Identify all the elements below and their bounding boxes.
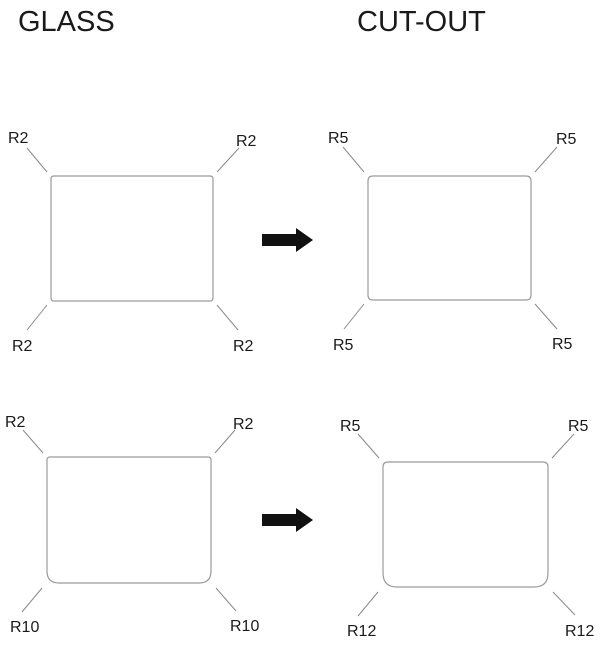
radius-label: R5 bbox=[556, 131, 577, 148]
leader-line bbox=[551, 433, 575, 459]
leader-line bbox=[22, 429, 44, 454]
leader-line bbox=[343, 303, 365, 330]
leader-line bbox=[552, 591, 576, 616]
leader-line bbox=[357, 591, 379, 617]
radius-label: R2 bbox=[236, 133, 257, 150]
glass-row2-outline bbox=[46, 456, 212, 584]
radius-label: R10 bbox=[230, 618, 259, 635]
leader-line bbox=[215, 587, 237, 612]
radius-label: R12 bbox=[565, 623, 594, 640]
radius-label: R5 bbox=[552, 336, 573, 353]
cutout-row1-outline bbox=[367, 175, 532, 301]
panel-cutout-row2: R5 R5 R12 R12 bbox=[340, 418, 594, 640]
radius-label: R2 bbox=[233, 338, 254, 355]
leader-line bbox=[216, 304, 239, 331]
radius-label: R5 bbox=[340, 418, 361, 435]
leader-line bbox=[534, 303, 558, 330]
leader-line bbox=[216, 147, 240, 173]
column-title-glass: GLASS bbox=[18, 6, 115, 38]
leader-line bbox=[534, 146, 558, 173]
panel-glass-row2: R2 R2 R10 R10 bbox=[5, 414, 259, 636]
cutout-row2-outline bbox=[382, 461, 549, 588]
radius-label: R5 bbox=[568, 418, 589, 435]
arrow-right-icon bbox=[262, 508, 313, 532]
radius-label: R2 bbox=[12, 338, 33, 355]
arrow-right-icon bbox=[262, 228, 313, 252]
panel-cutout-row1: R5 R5 R5 R5 bbox=[328, 130, 577, 354]
radius-label: R5 bbox=[333, 337, 354, 354]
leader-line bbox=[26, 304, 48, 331]
panel-glass-row1: R2 R2 R2 R2 bbox=[8, 130, 257, 355]
radius-label: R2 bbox=[5, 414, 26, 431]
leader-line bbox=[26, 147, 48, 173]
leader-line bbox=[21, 587, 43, 613]
radius-label: R2 bbox=[8, 130, 29, 147]
leader-line bbox=[342, 146, 365, 173]
radius-label: R5 bbox=[328, 130, 349, 147]
glass-row1-outline bbox=[50, 175, 214, 302]
column-title-cutout: CUT-OUT bbox=[357, 6, 486, 38]
leader-line bbox=[214, 429, 236, 454]
radius-label: R2 bbox=[233, 416, 254, 433]
leader-line bbox=[357, 433, 380, 459]
radius-label: R10 bbox=[10, 619, 39, 636]
radius-label: R12 bbox=[347, 623, 376, 640]
